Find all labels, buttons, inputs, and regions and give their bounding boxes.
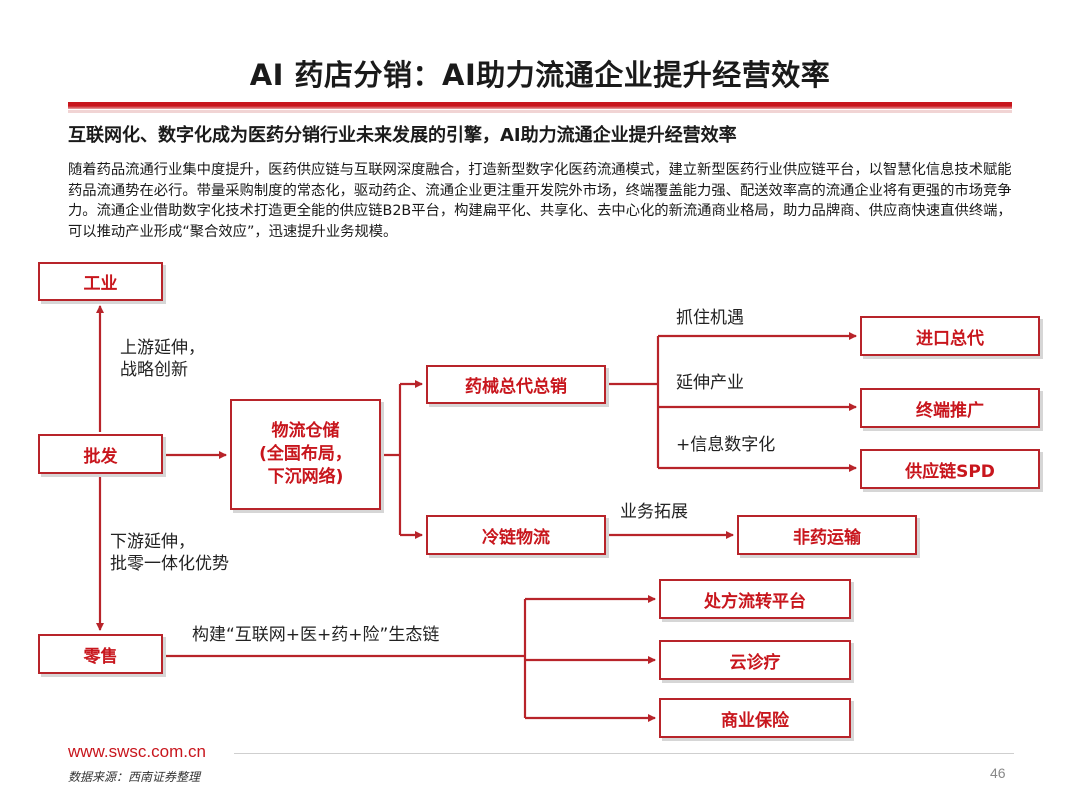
node-device-distribution: 药械总代总销 (426, 365, 606, 404)
label-seize-opportunity: 抓住机遇 (676, 308, 744, 328)
node-supply-chain-spd: 供应链SPD (860, 449, 1040, 489)
label-downstream-line-1: 下游延伸， (110, 532, 195, 552)
node-wholesale: 批发 (38, 434, 163, 474)
title-divider (68, 102, 1012, 109)
node-cloud-clinic: 云诊疗 (659, 640, 851, 680)
node-import-agent: 进口总代 (860, 316, 1040, 356)
label-upstream-line-2: 战略创新 (120, 360, 188, 380)
logistics-line-1: 物流仓储 (271, 421, 340, 441)
label-upstream: 上游延伸， 战略创新 (120, 337, 205, 381)
node-industry: 工业 (38, 262, 163, 301)
label-downstream: 下游延伸， 批零一体化优势 (110, 531, 229, 575)
label-extend-industry: 延伸产业 (676, 373, 744, 393)
page-title: AI 药店分销：AI助力流通企业提升经营效率 (249, 58, 831, 92)
label-plus-digital: +信息数字化 (676, 435, 776, 455)
node-cold-chain: 冷链物流 (426, 515, 606, 555)
page-number: 46 (990, 765, 1006, 781)
label-business-expansion: 业务拓展 (620, 502, 688, 522)
node-retail: 零售 (38, 634, 163, 674)
subtitle: 互联网化、数字化成为医药分销行业未来发展的引擎，AI助力流通企业提升经营效率 (68, 125, 737, 146)
node-commercial-insurance: 商业保险 (659, 698, 851, 738)
node-non-drug-transport: 非药运输 (737, 515, 917, 555)
footer-divider (234, 753, 1014, 754)
node-prescription-platform: 处方流转平台 (659, 579, 851, 619)
intro-paragraph: 随着药品流通行业集中度提升，医药供应链与互联网深度融合，打造新型数字化医药流通模… (68, 162, 1012, 240)
node-terminal-promotion: 终端推广 (860, 388, 1040, 428)
label-upstream-line-1: 上游延伸， (120, 338, 205, 358)
logistics-line-2: (全国布局， (259, 444, 352, 464)
label-ecosystem: 构建“互联网+医+药+险”生态链 (192, 625, 440, 645)
label-downstream-line-2: 批零一体化优势 (110, 554, 229, 574)
node-logistics-warehousing: 物流仓储 (全国布局， 下沉网络) (230, 399, 381, 510)
data-source: 数据来源：西南证券整理 (68, 770, 201, 784)
logistics-line-3: 下沉网络) (267, 467, 344, 487)
footer-url: www.swsc.com.cn (68, 742, 206, 761)
title-divider-shadow (68, 110, 1012, 113)
